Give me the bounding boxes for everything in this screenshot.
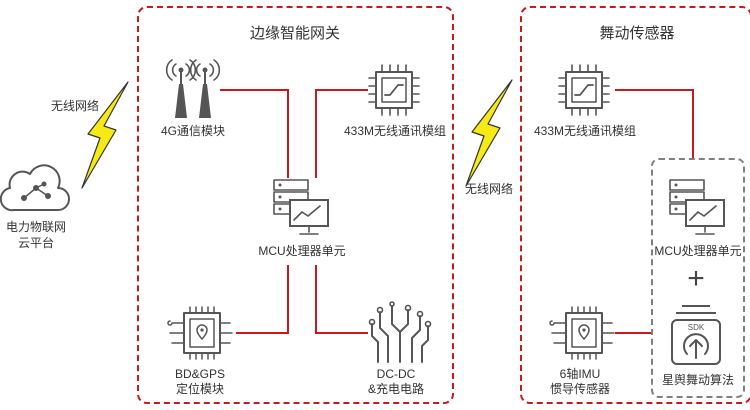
middle-wireless-label: 无线网络 <box>464 182 513 196</box>
edge-gateway-frame <box>137 6 454 404</box>
gateway-4g-label: 4G通信模块 <box>160 124 225 138</box>
dance-sensor-frame <box>520 6 750 404</box>
sdk-badge-text: SDK <box>687 323 705 332</box>
cloud-label-line2: 云平台 <box>17 236 54 250</box>
gps-chip-icon <box>546 305 618 361</box>
cloud-icon <box>0 160 72 216</box>
wire-4g-mcu <box>220 89 289 178</box>
sensor-imu-label-line1: 6轴IMU <box>559 367 601 381</box>
lightning-icon <box>78 80 130 190</box>
sensor-imu-label-line2: 惯导传感器 <box>549 382 610 396</box>
gateway-433m-label: 433M无线通讯模组 <box>343 124 447 138</box>
chip-switch-icon <box>556 62 612 118</box>
gps-chip-icon <box>164 305 236 361</box>
sensor-433m-label: 433M无线通讯模组 <box>533 124 637 138</box>
wire-433m-mcu <box>315 89 368 178</box>
circuit-icon <box>368 301 432 364</box>
server-monitor-icon <box>270 178 332 238</box>
plus-sign: + <box>687 262 705 295</box>
mcu-algorithm-subframe <box>651 158 745 398</box>
lightning-icon <box>462 78 514 188</box>
sensor-algorithm-label: 星舆舞动算法 <box>661 373 734 387</box>
server-monitor-icon <box>666 178 728 238</box>
gateway-mcu-label: MCU处理器单元 <box>258 244 346 258</box>
wire-gps-mcu <box>236 265 289 334</box>
gateway-dcdc-label-line2: &充电电路 <box>367 382 424 396</box>
gateway-dcdc-label-line1: DC-DC <box>376 367 416 381</box>
gateway-title: 边缘智能网关 <box>249 25 340 42</box>
wire-dcdc-mcu <box>315 265 368 334</box>
sdk-icon <box>668 302 724 366</box>
gateway-gps-label-line2: 定位模块 <box>175 382 224 396</box>
sensor-title: 舞动传感器 <box>599 25 675 42</box>
chip-switch-icon <box>366 62 422 118</box>
left-wireless-label: 无线网络 <box>50 99 99 113</box>
sensor-mcu-label: MCU处理器单元 <box>654 244 742 258</box>
wire-sensor-433m-mcu <box>615 89 694 158</box>
cloud-label-line1: 电力物联网 <box>5 220 66 234</box>
antenna-icon <box>165 58 221 118</box>
gateway-gps-label-line1: BD&GPS <box>174 367 225 381</box>
